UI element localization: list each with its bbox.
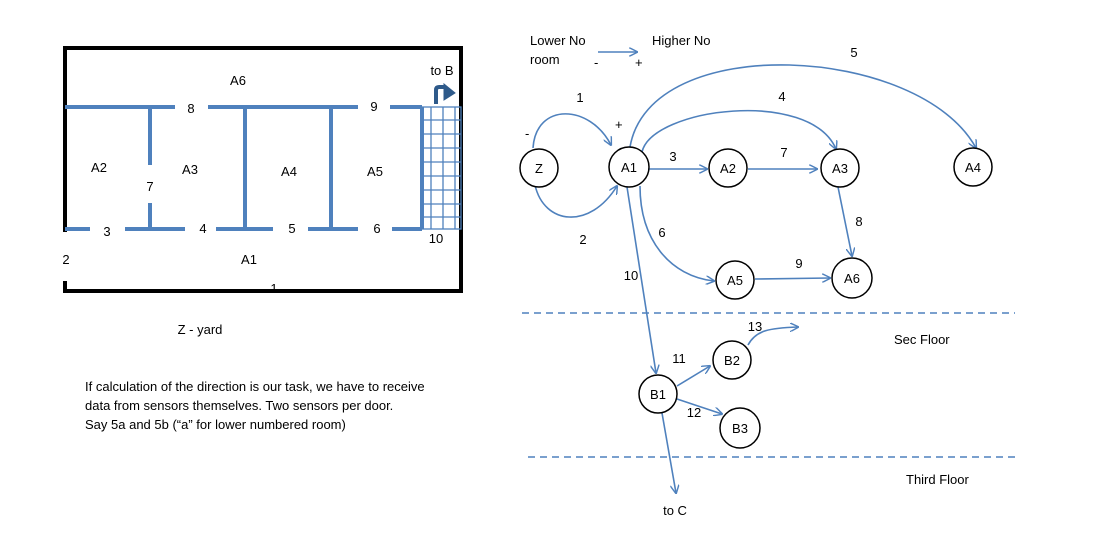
edge-label-5: 5: [850, 45, 857, 60]
floor-dividers: Sec Floor Third Floor: [522, 312, 1018, 487]
note-line-2: data from sensors themselves. Two sensor…: [85, 398, 393, 413]
edge-6: [639, 185, 714, 281]
node-label-a6: A6: [844, 271, 860, 286]
door-label-5: 5: [288, 221, 295, 236]
edge-label-3: 3: [669, 149, 676, 164]
direction-legend: Lower No room Higher No - +: [530, 33, 711, 70]
edge-4: [641, 109, 836, 153]
edge-label-9: 9: [795, 256, 802, 271]
edge-2: [534, 185, 617, 218]
node-label-b3: B3: [732, 421, 748, 436]
legend-minus: -: [594, 55, 598, 70]
door-label-3: 3: [103, 224, 110, 239]
edge-label-6: 6: [658, 225, 665, 240]
room-label-a2: A2: [91, 160, 107, 175]
door-label-1: 1: [270, 281, 277, 296]
node-z: Z: [519, 148, 559, 188]
graph: 1 2 3 4 5 6 7 8 9 10 11 12 13 - + Z A1 A…: [519, 45, 993, 518]
edge-label-13: 13: [748, 319, 762, 334]
third-floor-label: Third Floor: [906, 472, 970, 487]
yard-label: Z - yard: [178, 322, 223, 337]
edge-12: [676, 398, 722, 414]
legend-lower-line-2: room: [530, 52, 560, 67]
node-label-a4: A4: [965, 160, 981, 175]
edge-1-minus: -: [525, 126, 529, 141]
node-label-b1: B1: [650, 387, 666, 402]
node-b1: B1: [638, 374, 678, 414]
room-label-a1: A1: [241, 252, 257, 267]
node-a2: A2: [708, 148, 748, 188]
edge-label-11: 11: [672, 351, 686, 366]
edge-label-8: 8: [855, 214, 862, 229]
legend-plus: +: [635, 55, 643, 70]
edge-label-4: 4: [778, 89, 785, 104]
edge-label-10: 10: [624, 268, 638, 283]
legend-lower-line-1: Lower No: [530, 33, 586, 48]
room-label-a4: A4: [281, 164, 297, 179]
floor-plan: A6 A2 A3 A4 A5 A1 8 9 7 3 4 5 6 10 2 1 t…: [62, 46, 463, 337]
staircase: [421, 106, 462, 230]
edge-1-plus: +: [615, 117, 623, 132]
edge-9: [754, 278, 830, 279]
node-label-a5: A5: [727, 273, 743, 288]
node-label-z: Z: [535, 161, 543, 176]
node-label-a3: A3: [832, 161, 848, 176]
second-floor-label: Sec Floor: [894, 332, 950, 347]
door-label-9: 9: [370, 99, 377, 114]
to-b-label: to B: [430, 63, 453, 78]
node-b2: B2: [712, 340, 752, 380]
door-label-7: 7: [146, 179, 153, 194]
node-label-b2: B2: [724, 353, 740, 368]
turn-arrow-icon: [434, 82, 456, 104]
door-label-2: 2: [62, 252, 69, 267]
edge-13: [747, 327, 798, 346]
room-label-a5: A5: [367, 164, 383, 179]
note-line-3: Say 5a and 5b (“a” for lower numbered ro…: [85, 417, 346, 432]
node-a1: A1: [608, 146, 650, 188]
door-label-6: 6: [373, 221, 380, 236]
edge-5: [629, 64, 976, 148]
room-label-a3: A3: [182, 162, 198, 177]
node-a5: A5: [715, 260, 755, 300]
outer-wall: [63, 46, 463, 293]
door-label-4: 4: [199, 221, 206, 236]
note-line-1: If calculation of the direction is our t…: [85, 379, 425, 394]
node-label-a2: A2: [720, 161, 736, 176]
legend-higher: Higher No: [652, 33, 711, 48]
edge-label-1: 1: [576, 90, 583, 105]
door-label-8: 8: [187, 101, 194, 116]
door-label-10: 10: [429, 231, 443, 246]
edge-label-7: 7: [780, 145, 787, 160]
edge-10: [626, 186, 656, 373]
edge-label-2: 2: [579, 232, 586, 247]
room-label-a6: A6: [230, 73, 246, 88]
node-label-a1: A1: [621, 160, 637, 175]
node-a6: A6: [831, 257, 873, 299]
note-text: If calculation of the direction is our t…: [85, 379, 425, 432]
edge-to-c: [661, 412, 676, 493]
node-a4: A4: [953, 147, 993, 187]
node-b3: B3: [719, 407, 761, 449]
edge-label-12: 12: [687, 405, 701, 420]
edge-11: [676, 366, 710, 387]
node-a3: A3: [820, 148, 860, 188]
to-c-label: to C: [663, 503, 687, 518]
edge-1: [532, 113, 611, 149]
edge-8: [837, 186, 852, 256]
